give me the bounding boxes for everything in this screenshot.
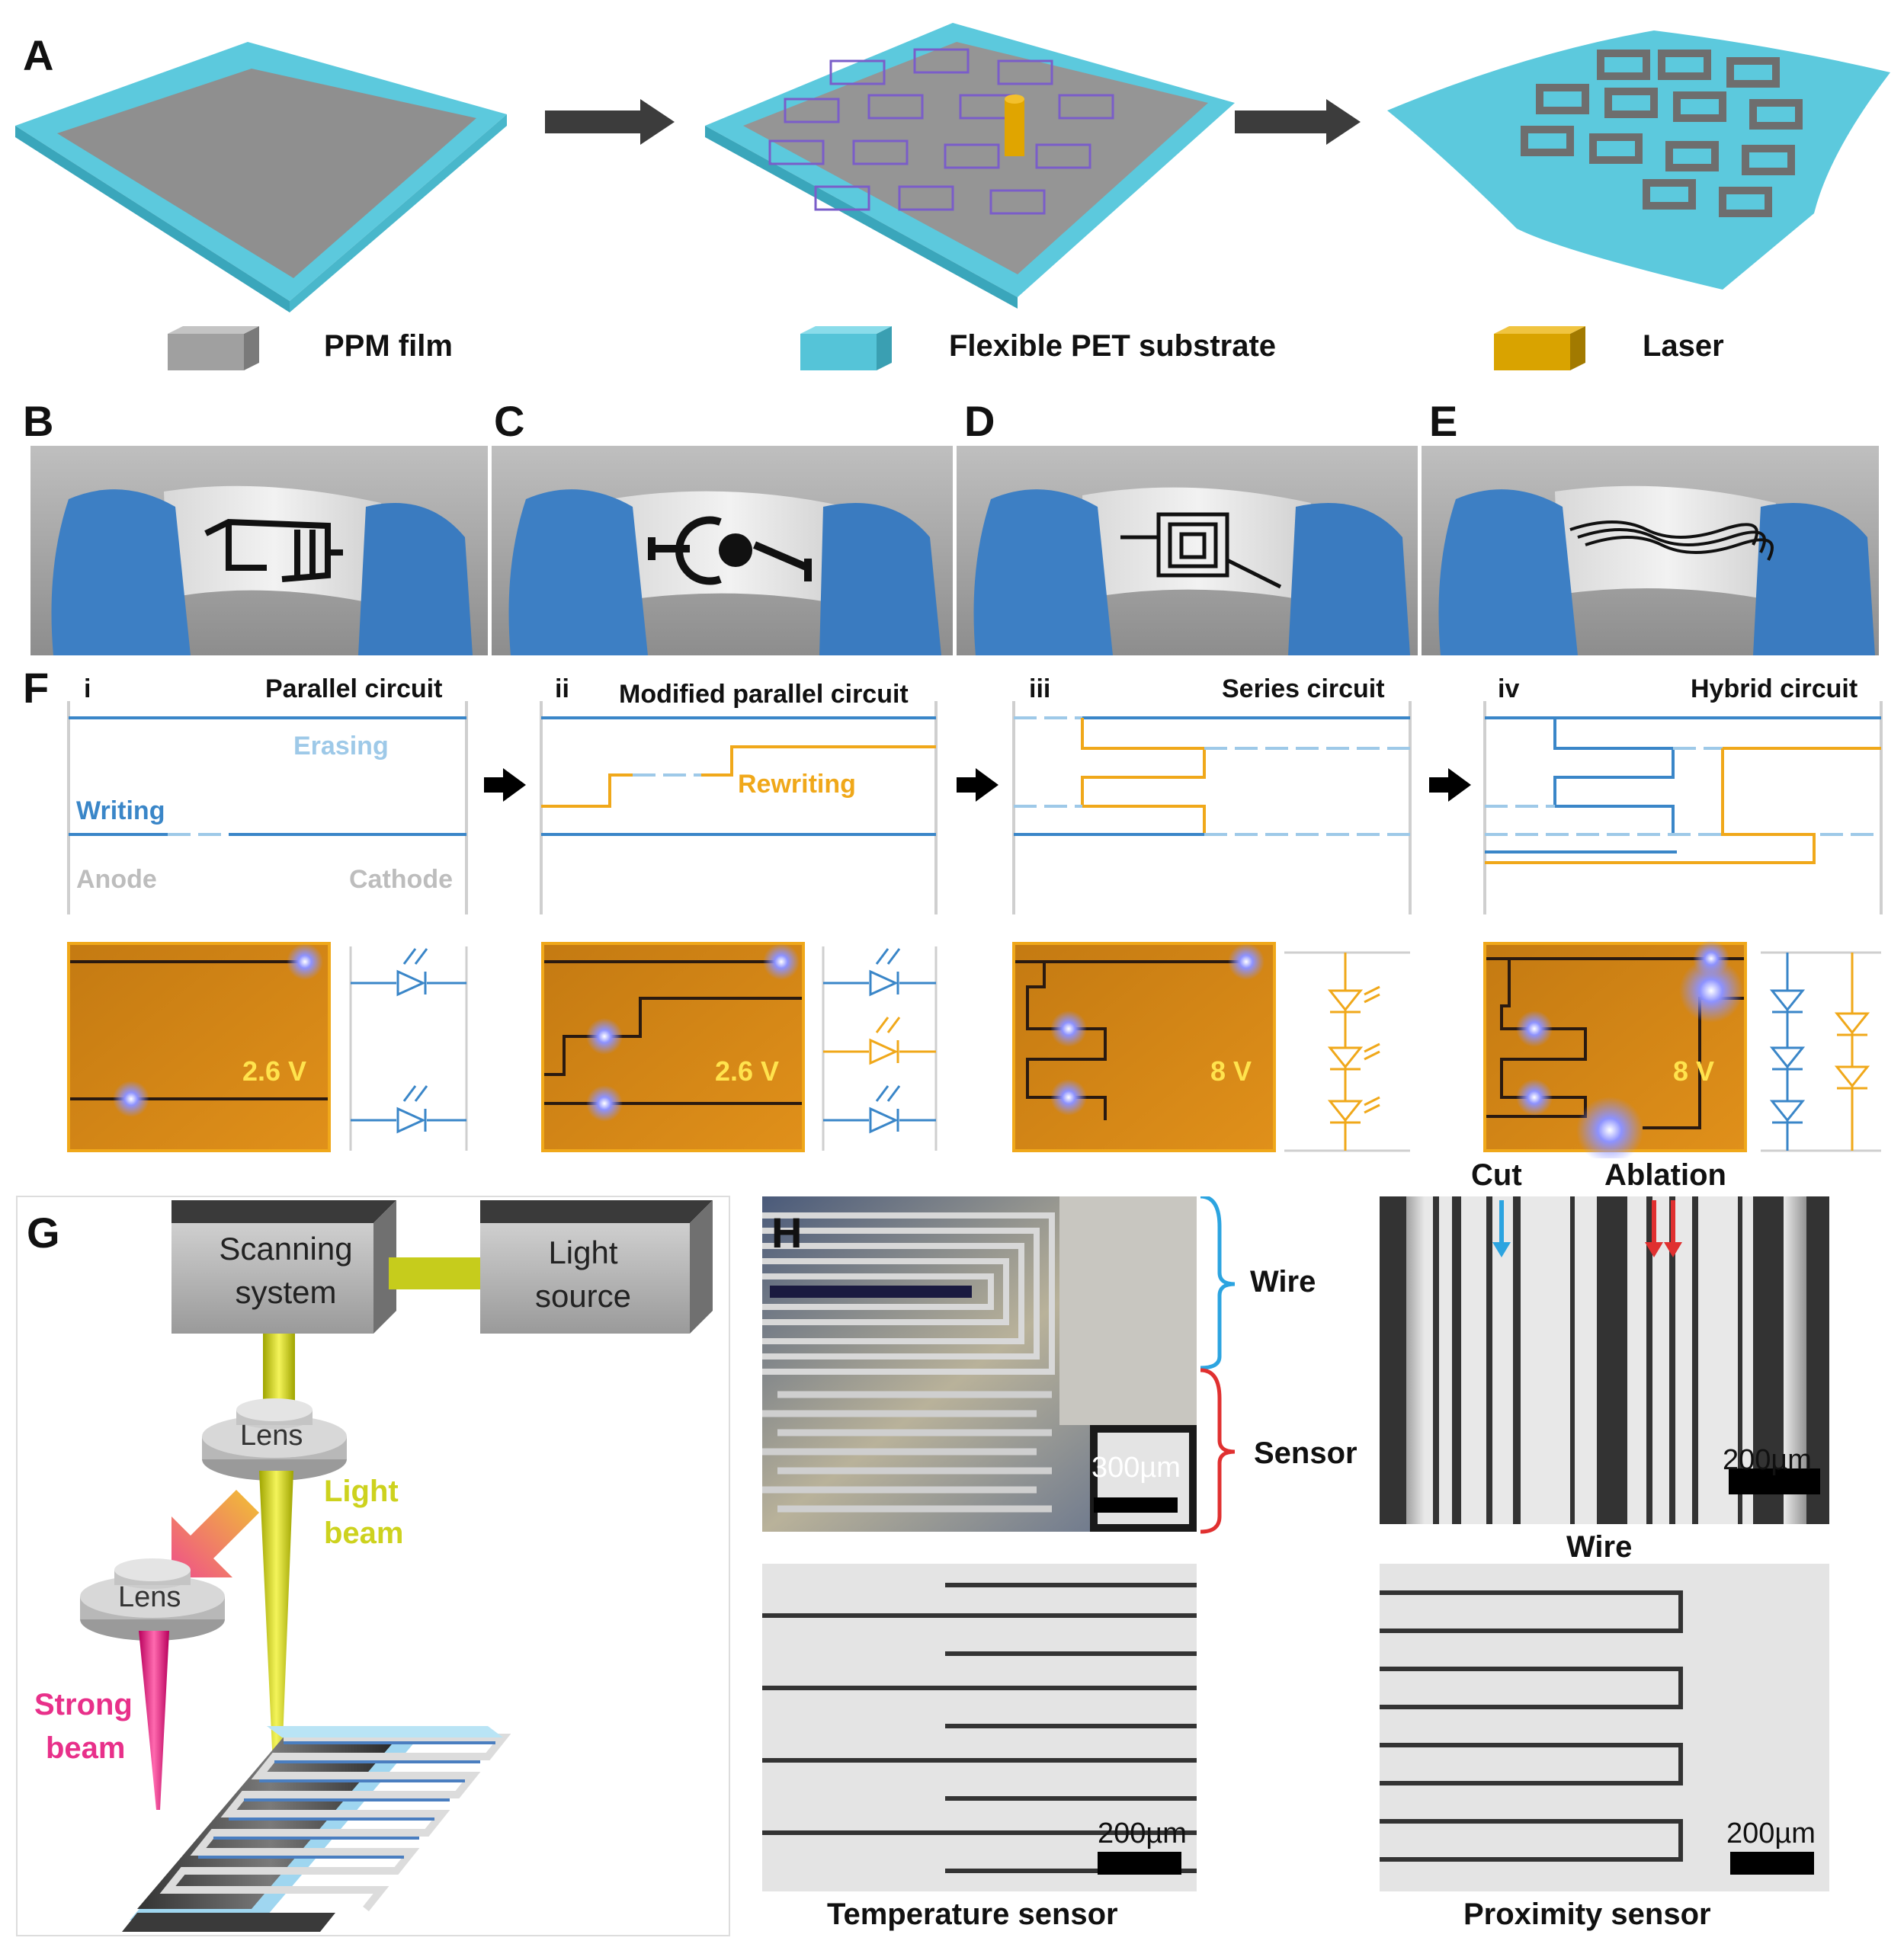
panel-label-h: H: [771, 1208, 802, 1257]
panel-label-b: B: [23, 396, 53, 446]
circuit-iii-schematic: [1014, 701, 1410, 914]
led-photo-iii: [1014, 943, 1274, 1151]
led-schematic-i: [351, 946, 466, 1151]
circuit-iii-index: iii: [1029, 674, 1050, 704]
stage-2-laser-writing: [705, 23, 1235, 309]
photo-c: [492, 446, 953, 655]
panel-label-c: C: [494, 396, 524, 446]
circuit-i-title: Parallel circuit: [265, 674, 442, 704]
circuit-i-index: i: [84, 674, 91, 704]
panel-label-d: D: [964, 396, 995, 446]
scale-bar-prox: 200µm: [1726, 1817, 1816, 1850]
photo-d: [957, 446, 1418, 655]
legend-ppm-swatch: [168, 326, 259, 370]
sensor-label: Sensor: [1254, 1436, 1357, 1471]
panel-a-illustration: [0, 0, 1904, 381]
label-rewriting: Rewriting: [738, 770, 856, 799]
led-schematic-ii: [823, 946, 936, 1151]
wire-label: Wire: [1250, 1265, 1316, 1299]
process-arrow-1: [545, 99, 675, 145]
stage-3-flexible-devices: [1387, 30, 1890, 290]
proximity-sensor-caption: Proximity sensor: [1463, 1898, 1711, 1932]
voltage-iv: 8 V: [1673, 1055, 1714, 1087]
scale-bar-wire: 200µm: [1723, 1444, 1812, 1477]
photo-e: [1422, 446, 1879, 655]
temperature-sensor-caption: Temperature sensor: [827, 1898, 1118, 1932]
scanning-system-line-1: Scanning: [206, 1231, 366, 1267]
circuit-iv-title: Hybrid circuit: [1691, 674, 1858, 704]
light-source-line-1: Light: [503, 1235, 663, 1271]
f-arrow-2: [957, 768, 998, 802]
serpentine-pattern-plate: [122, 1726, 503, 1932]
scale-bar-300: 300µm: [1091, 1452, 1181, 1484]
sensor-brace: [1200, 1370, 1235, 1532]
legend-ppm-label: PPM film: [324, 329, 453, 363]
led-photo-ii: [543, 943, 803, 1151]
circuit-ii-index: ii: [555, 674, 569, 704]
photo-b: [30, 446, 488, 655]
legend-pet-swatch: [800, 326, 892, 370]
process-arrow-2: [1235, 99, 1361, 145]
circuit-iii-title: Series circuit: [1222, 674, 1385, 704]
panel-label-e: E: [1429, 396, 1457, 446]
stage-1-film-on-substrate: [15, 42, 507, 312]
lens-bottom-label: Lens: [118, 1581, 181, 1614]
voltage-iii: 8 V: [1210, 1055, 1252, 1087]
legend-laser-swatch: [1494, 326, 1585, 370]
led-schematic-iv: [1761, 953, 1881, 1151]
f-arrow-3: [1429, 768, 1471, 802]
label-erasing: Erasing: [293, 732, 389, 761]
voltage-i: 2.6 V: [242, 1055, 306, 1087]
photos-b-e: [0, 446, 1904, 655]
cut-label: Cut: [1471, 1158, 1522, 1193]
light-beam-line-1: Light: [324, 1475, 399, 1509]
circuit-iv-index: iv: [1498, 674, 1519, 704]
strong-beam-line-1: Strong: [34, 1688, 133, 1722]
panel-f-circuit-diagrams: [0, 701, 1904, 1158]
light-source-line-2: source: [503, 1278, 663, 1315]
circuit-iv-schematic: [1485, 701, 1881, 914]
legend-pet-label: Flexible PET substrate: [949, 329, 1276, 363]
legend-laser-label: Laser: [1643, 329, 1724, 363]
label-writing: Writing: [76, 796, 165, 826]
led-schematic-iii: [1284, 953, 1410, 1151]
light-beam-line-2: beam: [324, 1516, 404, 1551]
f-arrow-1: [484, 768, 526, 802]
scanning-system-line-2: system: [206, 1274, 366, 1311]
ablation-label: Ablation: [1604, 1158, 1726, 1193]
scale-bar-temp: 200µm: [1098, 1817, 1187, 1850]
lens-top-label: Lens: [240, 1420, 303, 1452]
strong-beam-line-2: beam: [46, 1731, 126, 1766]
wire-brace: [1200, 1196, 1235, 1368]
label-anode: Anode: [76, 865, 157, 895]
circuit-ii-schematic: [541, 701, 936, 914]
led-photo-iv: [1485, 940, 1745, 1158]
led-photo-i: [69, 943, 329, 1151]
label-cathode: Cathode: [349, 865, 453, 895]
voltage-ii: 2.6 V: [715, 1055, 779, 1087]
wire-caption: Wire: [1566, 1530, 1632, 1564]
